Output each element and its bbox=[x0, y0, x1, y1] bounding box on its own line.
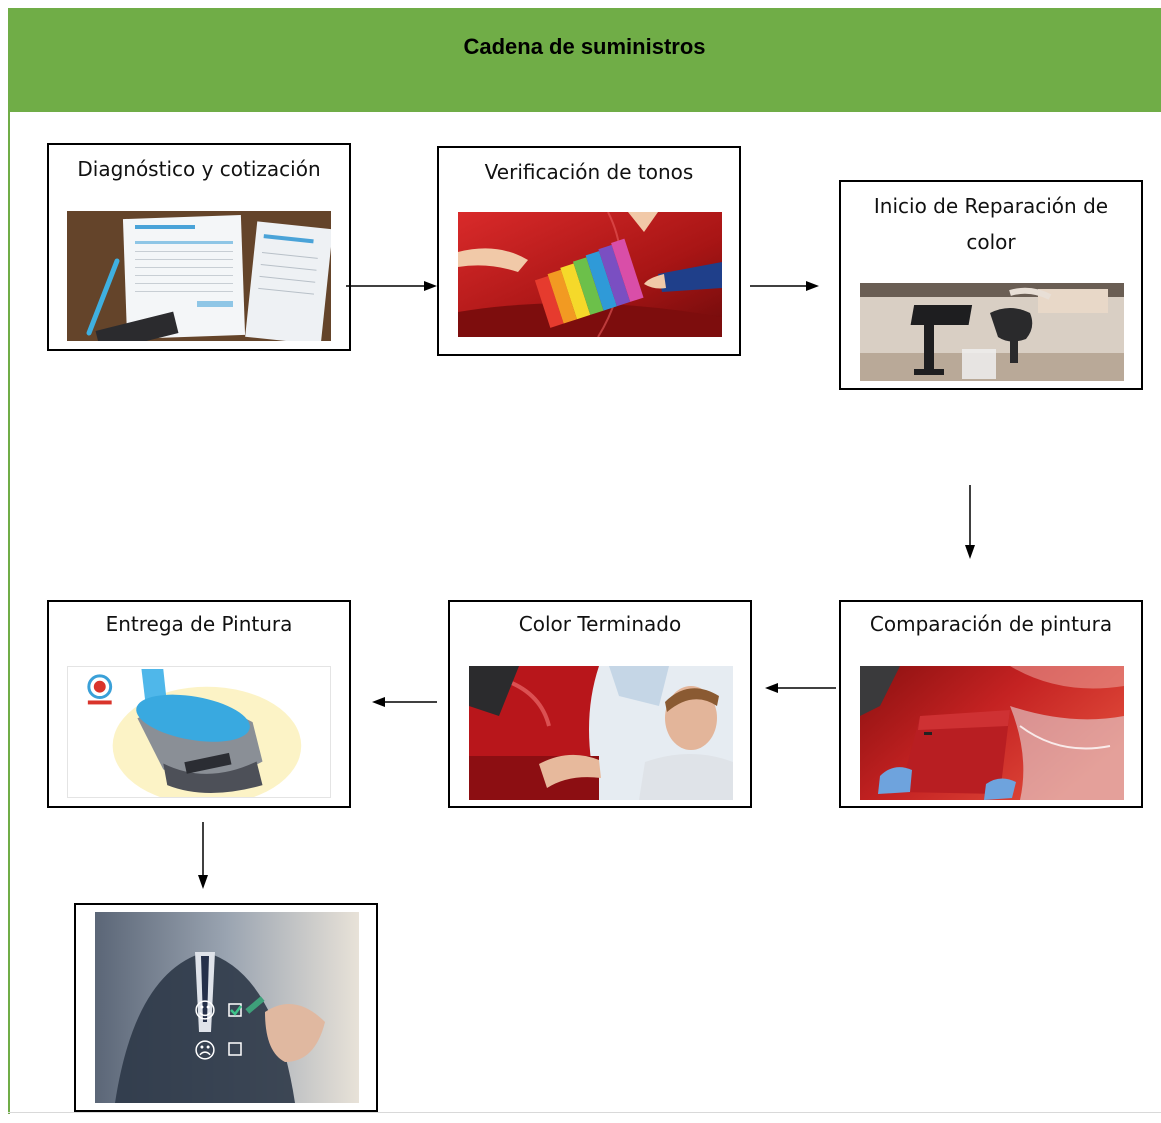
diagram-header: Cadena de suministros bbox=[8, 8, 1161, 112]
step-diagnostico: Diagnóstico y cotización bbox=[47, 143, 351, 351]
step-entrega-label: Entrega de Pintura bbox=[105, 612, 293, 636]
arrow-entrega-to-satisfaccion bbox=[198, 822, 208, 889]
arrow-inicio-to-comparacion bbox=[965, 485, 975, 559]
smile-icon: ☺ bbox=[194, 999, 217, 1024]
step-comparacion: Comparación de pintura bbox=[839, 600, 1143, 808]
invoice-documents-image bbox=[67, 211, 331, 341]
step-color-terminado: Color Terminado bbox=[448, 600, 752, 808]
color-swatch-car-image bbox=[458, 212, 722, 337]
step-satisfaccion: ☺ ☹ bbox=[74, 903, 378, 1112]
diagram-title: Cadena de suministros bbox=[463, 34, 706, 59]
step-comparacion-label: Comparación de pintura bbox=[869, 612, 1113, 636]
frown-icon: ☹ bbox=[194, 1039, 217, 1064]
satisfaction-survey-image: ☺ ☹ bbox=[95, 912, 359, 1103]
step-verificacion: Verificación de tonos bbox=[437, 146, 741, 356]
step-color-terminado-label: Color Terminado bbox=[518, 612, 682, 636]
paint-card-red-car-image bbox=[860, 666, 1124, 800]
arrow-comparacion-to-color-terminado bbox=[765, 683, 836, 693]
frame-left-border bbox=[8, 8, 10, 1114]
arrow-verificacion-to-inicio bbox=[750, 281, 819, 291]
arrow-color-terminado-to-entrega bbox=[372, 697, 437, 707]
frame-bottom-border bbox=[8, 1112, 1161, 1113]
step-inicio-label-line2: color bbox=[966, 230, 1016, 254]
step-verificacion-label: Verificación de tonos bbox=[484, 160, 694, 184]
step-entrega: Entrega de Pintura bbox=[47, 600, 351, 808]
step-inicio: Inicio de Reparación de color bbox=[839, 180, 1143, 390]
technician-red-car-image bbox=[469, 666, 733, 800]
paint-spray-machine-image bbox=[860, 283, 1124, 381]
step-inicio-label-line1: Inicio de Reparación de bbox=[873, 194, 1109, 218]
step-diagnostico-label: Diagnóstico y cotización bbox=[77, 157, 321, 181]
blue-paint-can-image bbox=[67, 666, 331, 798]
arrow-diagnostico-to-verificacion bbox=[346, 281, 437, 291]
